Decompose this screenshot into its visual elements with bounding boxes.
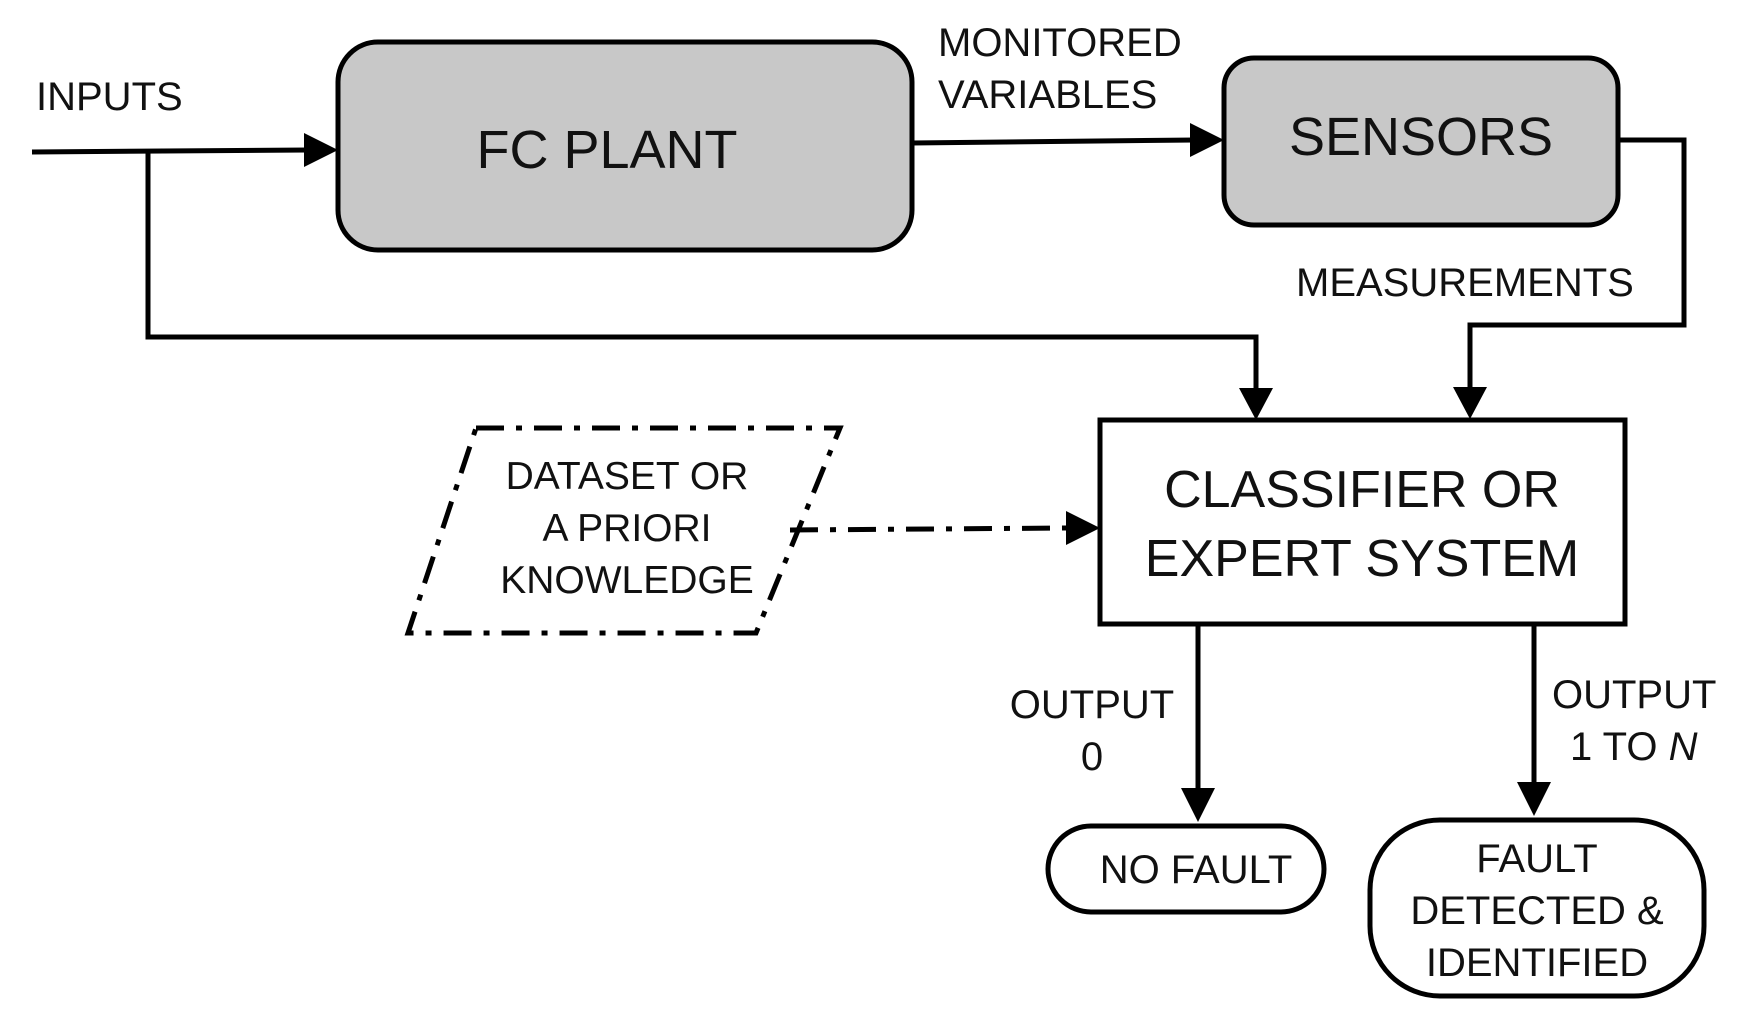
- monitored-variables-arrowhead: [1190, 123, 1224, 157]
- measurements-connector: [1467, 137, 1687, 390]
- no-fault-node: NO FAULT: [1045, 823, 1327, 915]
- no-fault-label: NO FAULT: [1100, 848, 1293, 892]
- classifier-label-line-1: CLASSIFIER OR: [1164, 461, 1560, 519]
- output1-label-variable: N: [1669, 725, 1698, 769]
- fault-label-line-3: IDENTIFIED: [1426, 941, 1648, 985]
- dataset-parallelogram: [404, 425, 844, 636]
- inputs-label: INPUTS: [36, 75, 183, 119]
- dataset-label-line-2: A PRIORI: [542, 507, 711, 550]
- fault-label-line-1: FAULT: [1476, 837, 1598, 881]
- output0-label-line-1: OUTPUT: [1010, 683, 1174, 727]
- monitored-variables-connector: [911, 137, 1196, 146]
- fault-label-line-2: DETECTED &: [1410, 889, 1664, 933]
- dataset-label-line-1: DATASET OR: [506, 455, 749, 498]
- fc-plant-node: FC PLANT: [335, 39, 915, 253]
- connectors: [31, 123, 1687, 822]
- inputs-bypass-connector: [145, 152, 1259, 392]
- output1-arrowhead: [1517, 782, 1551, 816]
- classifier-node: CLASSIFIER OR EXPERT SYSTEM: [1097, 417, 1628, 627]
- measurements-label: MEASUREMENTS: [1296, 261, 1634, 305]
- measurements-arrowhead: [1453, 387, 1487, 419]
- classifier-box: [1097, 417, 1628, 627]
- inputs-connector: [31, 147, 309, 155]
- fault-node: FAULT DETECTED & IDENTIFIED: [1367, 817, 1707, 999]
- output0-arrowhead: [1181, 788, 1215, 822]
- dataset-label-line-3: KNOWLEDGE: [500, 559, 754, 602]
- dataset-arrowhead: [1066, 511, 1100, 545]
- fault-terminal: [1367, 817, 1707, 999]
- fc-plant-label: FC PLANT: [476, 120, 737, 180]
- output1-label-line-1: OUTPUT: [1552, 673, 1716, 717]
- monitored-label-line-2: VARIABLES: [938, 73, 1157, 117]
- inputs-arrowhead: [304, 133, 338, 167]
- sensors-box: [1221, 55, 1621, 228]
- dataset-node: DATASET OR A PRIORI KNOWLEDGE: [404, 425, 844, 636]
- classifier-label-line-2: EXPERT SYSTEM: [1145, 530, 1579, 588]
- sensors-node: SENSORS: [1221, 55, 1621, 228]
- output1-label-prefix: 1 TO: [1570, 725, 1669, 769]
- monitored-label-line-1: MONITORED: [938, 21, 1182, 65]
- sensors-label: SENSORS: [1289, 107, 1553, 167]
- fc-plant-box: [335, 39, 915, 253]
- output1-label-line-2: 1 TO N: [1570, 725, 1698, 769]
- output0-label-line-2: 0: [1081, 735, 1103, 779]
- dataset-connector: [789, 525, 1069, 533]
- inputs-bypass-arrowhead: [1239, 388, 1273, 420]
- no-fault-terminal: [1045, 823, 1327, 915]
